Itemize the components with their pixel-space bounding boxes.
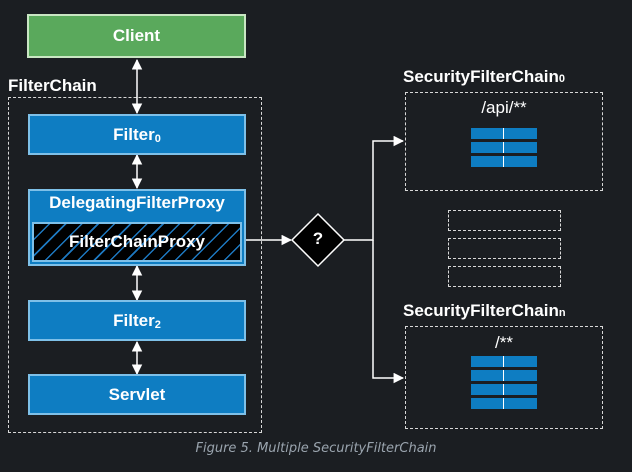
security-chain-0-filter-stack — [471, 128, 537, 167]
security-filter-bar — [471, 384, 537, 395]
filter2-label: Filter — [113, 310, 155, 330]
filter0-subscript: 0 — [154, 132, 161, 145]
servlet-label: Servlet — [108, 384, 166, 404]
filter-chain-proxy-box: FilterChainProxy — [32, 222, 242, 262]
security-chain-0-title-text: SecurityFilterChain — [403, 67, 559, 86]
security-filter-bar — [471, 370, 537, 381]
security-filter-bar — [471, 398, 537, 409]
security-filter-bar — [471, 156, 537, 167]
servlet-box: Servlet — [28, 374, 246, 415]
arrow-decision-chainn — [372, 240, 405, 384]
security-chain-0-title: SecurityFilterChain0 — [403, 67, 565, 87]
security-chain-0-container — [405, 92, 603, 191]
decision-diamond — [290, 212, 346, 268]
security-chain-0-subscript: 0 — [558, 73, 565, 85]
security-chain-placeholder — [448, 238, 561, 259]
client-box: Client — [27, 14, 246, 58]
security-chain-placeholder — [448, 210, 561, 231]
filter0-label: Filter — [113, 124, 155, 144]
filterchain-title: FilterChain — [8, 76, 97, 95]
delegating-filter-proxy-label: DelegatingFilterProxy — [49, 193, 225, 212]
filterchain-container — [8, 97, 262, 433]
security-chain-n-filter-stack — [471, 356, 537, 409]
security-chain-n-pattern: /** — [495, 333, 513, 352]
filter2-subscript: 2 — [154, 318, 161, 331]
security-filter-bar — [471, 142, 537, 153]
security-filter-bar — [471, 128, 537, 139]
client-label: Client — [112, 26, 161, 45]
security-chain-n-title-text: SecurityFilterChain — [403, 301, 559, 320]
security-filter-bar — [471, 356, 537, 367]
security-chain-0-pattern: /api/** — [481, 98, 527, 117]
security-chain-n-subscript: n — [558, 307, 566, 319]
figure-caption: Figure 5. Multiple SecurityFilterChain — [195, 441, 437, 456]
arrow-decision-chain0 — [343, 135, 405, 241]
security-chain-n-title: SecurityFilterChainn — [403, 301, 566, 321]
security-chain-n-container — [405, 326, 603, 429]
security-chain-placeholder — [448, 266, 561, 287]
filter-chain-proxy-label: FilterChainProxy — [68, 232, 206, 251]
decision-label: ? — [312, 229, 324, 248]
